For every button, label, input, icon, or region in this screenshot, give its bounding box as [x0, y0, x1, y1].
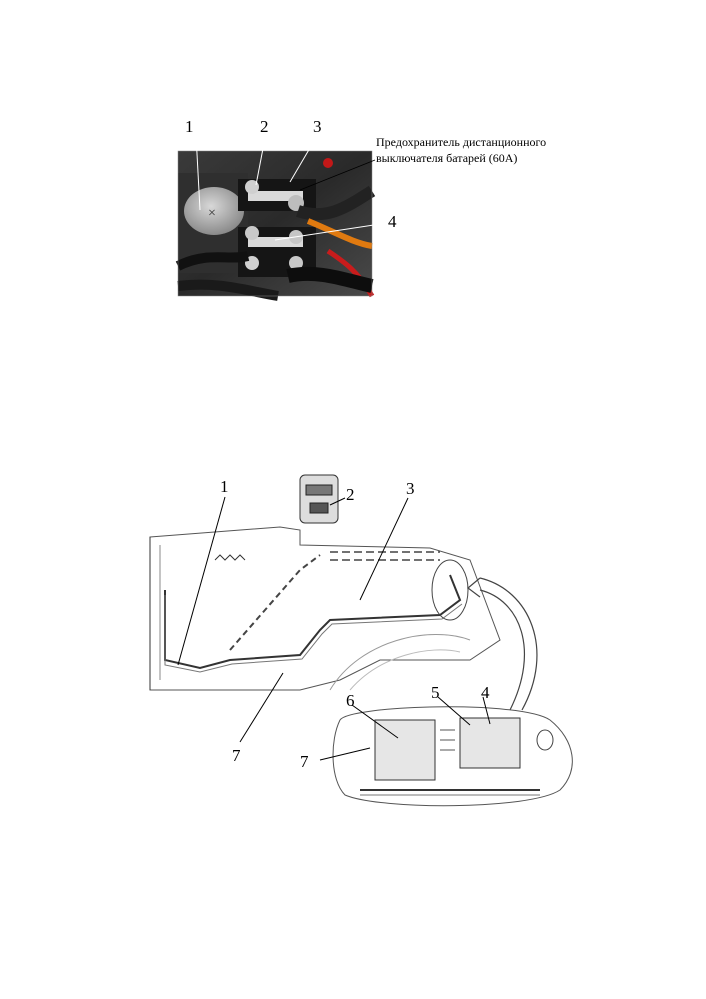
- fuse-label-line1: Предохранитель дистанционного: [376, 135, 547, 149]
- diagram-callout-1: 1: [220, 477, 229, 496]
- photo-callout-2: 2: [260, 117, 269, 136]
- diagram-callout-5: 5: [431, 683, 440, 702]
- diagram-callout-3: 3: [406, 479, 415, 498]
- photo-callout-4: 4: [388, 212, 397, 231]
- svg-text:×: ×: [208, 206, 216, 221]
- diagram-callout-6: 6: [346, 691, 355, 710]
- fuse-label-line2: выключателя батарей (60А): [376, 151, 518, 165]
- diagram-callout-2: 2: [346, 485, 355, 504]
- photo-callout-1: 1: [185, 117, 194, 136]
- battery-terminal-photo: ×: [175, 150, 376, 301]
- photo-callout-3: 3: [313, 117, 322, 136]
- diagram-callout-7-inset: 7: [300, 752, 309, 771]
- diagram-callout-4: 4: [481, 683, 490, 702]
- diagram-callout-7-main: 7: [232, 746, 241, 765]
